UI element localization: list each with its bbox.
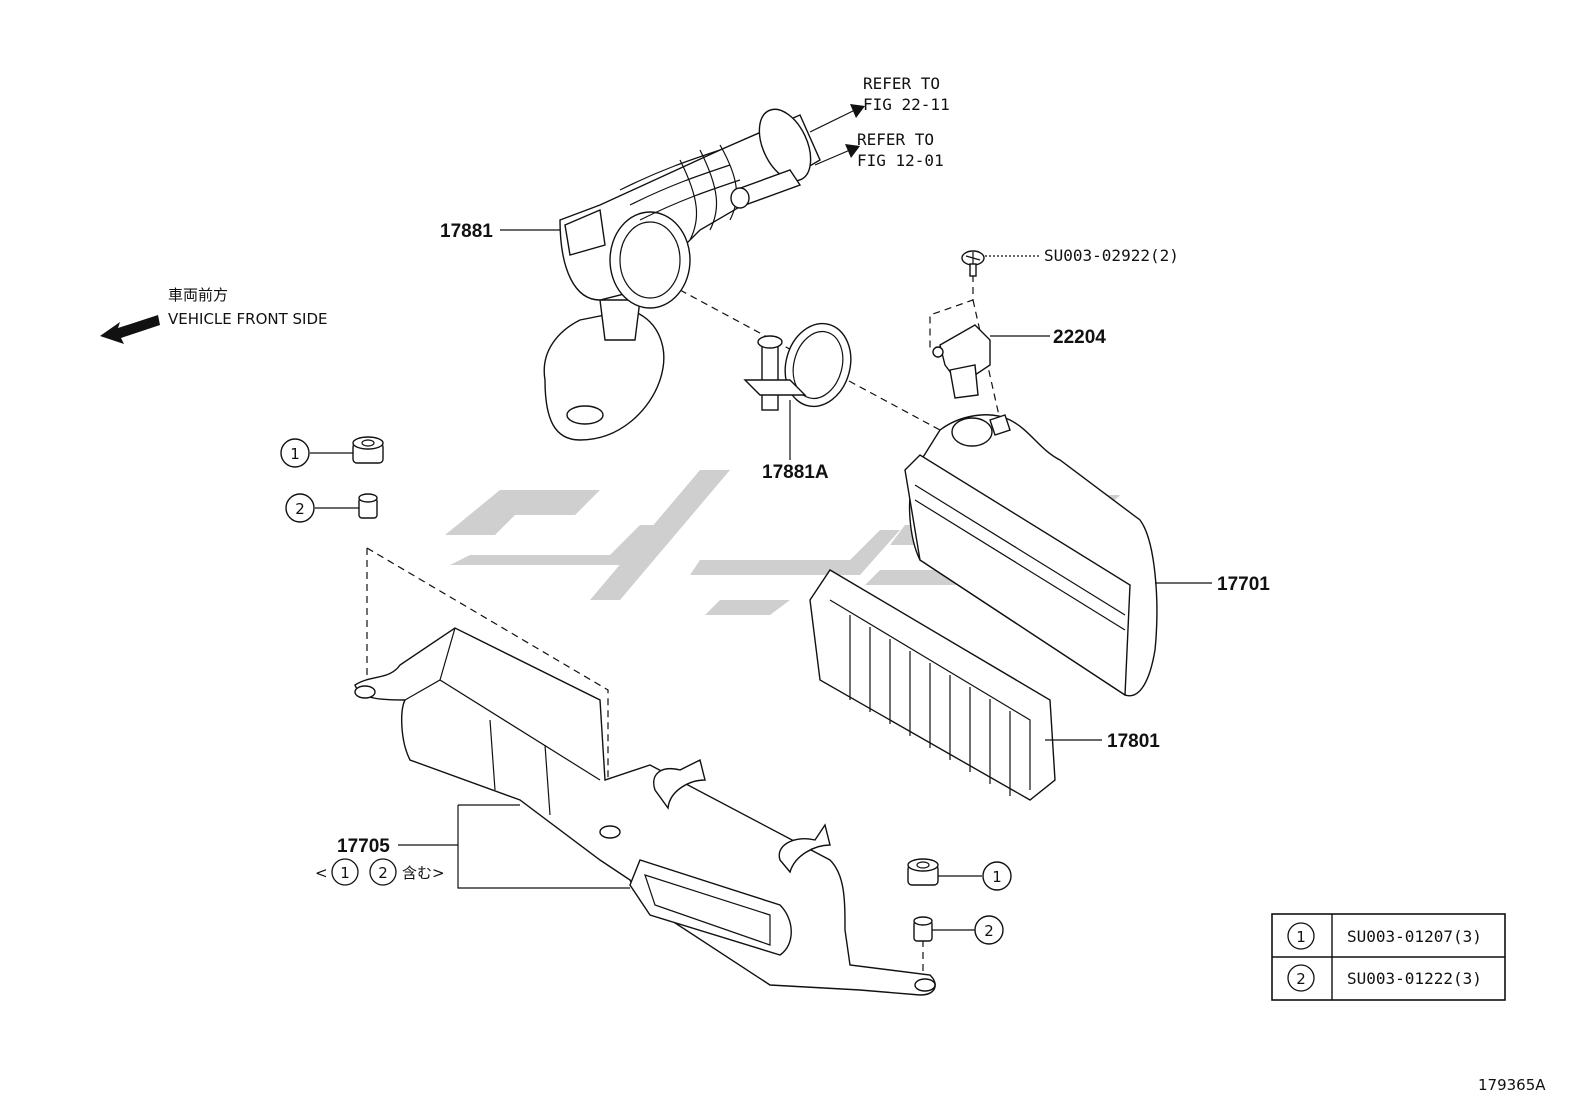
vehicle-front-arrow-icon	[100, 315, 160, 344]
hose-clamp-drawing	[743, 322, 852, 411]
legend-table: 1 SU003-01207(3) 2 SU003-01222(3)	[1271, 913, 1506, 1001]
refer-bottom-line1: REFER TO	[857, 130, 934, 149]
airflow-sensor-drawing	[932, 324, 991, 399]
cleaner-case-drawing	[354, 627, 936, 996]
refer-top-line2: FIG 22-11	[863, 95, 950, 114]
svg-text:<: <	[315, 864, 328, 882]
case-includes-note: < 1 2 含む>	[315, 858, 445, 886]
orientation-label-en: VEHICLE FRONT SIDE	[168, 310, 328, 328]
screw-drawing	[961, 250, 985, 277]
legend-row-1: 1 SU003-01207(3)	[1287, 922, 1482, 950]
svg-text:2: 2	[1296, 970, 1306, 988]
svg-text:SU003-01207(3): SU003-01207(3)	[1347, 927, 1482, 946]
svg-text:2: 2	[984, 922, 994, 940]
svg-text:2: 2	[295, 500, 305, 518]
filter-element-drawing	[809, 569, 1056, 801]
part-number-17881a[interactable]: 17881A	[762, 462, 829, 483]
svg-text:1: 1	[290, 445, 300, 463]
svg-text:1: 1	[340, 864, 350, 882]
refer-arrows	[809, 104, 865, 166]
orientation-label-jp: 車両前方	[168, 286, 228, 304]
svg-text:2: 2	[378, 864, 388, 882]
part-number-17881[interactable]: 17881	[440, 221, 493, 242]
cleaner-cap-drawing	[904, 414, 1158, 697]
svg-text:1: 1	[992, 868, 1002, 886]
refer-bottom-line2: FIG 12-01	[857, 151, 944, 170]
callout-2-top: 2	[285, 493, 315, 523]
grommet-top	[352, 436, 384, 464]
air-hose-drawing	[543, 108, 821, 441]
svg-text:1: 1	[1296, 928, 1306, 946]
collar-bottom	[913, 916, 933, 942]
callout-2-bottom: 2	[974, 915, 1004, 945]
callout-1-top: 1	[280, 438, 310, 468]
collar-top	[358, 493, 378, 519]
part-number-17705[interactable]: 17705	[337, 836, 390, 857]
figure-id: 179365A	[1478, 1076, 1546, 1094]
callout-1-bottom: 1	[982, 861, 1012, 891]
leader-lines	[310, 229, 1212, 931]
svg-text:含む>: 含む>	[402, 864, 445, 882]
legend-row-2: 2 SU003-01222(3)	[1287, 964, 1482, 992]
refer-top-line1: REFER TO	[863, 74, 940, 93]
part-number-17801[interactable]: 17801	[1107, 731, 1160, 752]
grommet-bottom	[907, 858, 939, 886]
part-number-17701[interactable]: 17701	[1217, 574, 1270, 595]
part-number-22204[interactable]: 22204	[1053, 327, 1106, 348]
part-number-screw[interactable]: SU003-02922(2)	[1044, 246, 1179, 265]
svg-text:SU003-01222(3): SU003-01222(3)	[1347, 969, 1482, 988]
